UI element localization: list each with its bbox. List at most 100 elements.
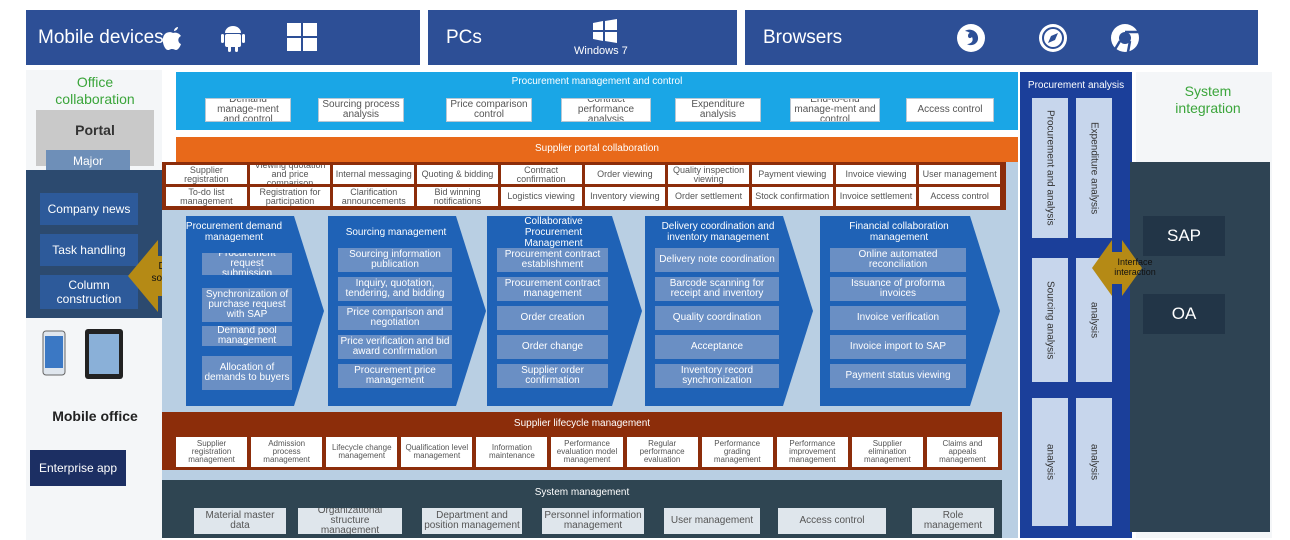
sp-row1-item[interactable]: Internal messaging xyxy=(333,165,415,184)
interface-interaction-label: Interface interaction xyxy=(1114,257,1156,277)
mobile-devices-bar: Mobile devices xyxy=(26,10,420,65)
system-management-item[interactable]: Material master data xyxy=(194,508,286,534)
enterprise-app-button[interactable]: Enterprise app xyxy=(30,450,126,486)
sp-row2-item[interactable]: Access control xyxy=(919,187,1001,206)
process-step[interactable]: Supplier order confirmation xyxy=(497,364,608,388)
process-step[interactable]: Procurement price management xyxy=(338,364,452,388)
pm-access[interactable]: Access control xyxy=(906,98,994,122)
process-title: Delivery coordination and inventory mana… xyxy=(661,221,775,243)
lifecycle-item[interactable]: Qualification level management xyxy=(401,437,473,467)
system-management-item[interactable]: User management xyxy=(664,508,760,534)
analysis-column-box[interactable]: Sourcing analysis xyxy=(1032,258,1068,382)
system-management-item[interactable]: Access control xyxy=(778,508,886,534)
process-step[interactable]: Invoice verification xyxy=(830,306,966,330)
lifecycle-item[interactable]: Lifecycle change management xyxy=(326,437,398,467)
lifecycle-item[interactable]: Performance improvement management xyxy=(776,437,848,467)
company-news[interactable]: Company news xyxy=(40,193,138,225)
analysis-column-label: analysis xyxy=(1088,443,1100,481)
lifecycle-item[interactable]: Admission process management xyxy=(251,437,323,467)
sp-row1-item[interactable]: Viewing quotation and price comparison xyxy=(249,165,331,184)
sp-row2-item[interactable]: Invoice settlement xyxy=(835,187,917,206)
process-step[interactable]: Online automated reconciliation xyxy=(830,248,966,272)
process-step[interactable]: Procurement contract establishment xyxy=(497,248,608,272)
windows7-label: Windows 7 xyxy=(574,45,628,57)
lifecycle-item[interactable]: Supplier registration management xyxy=(176,437,248,467)
process-step[interactable]: Order change xyxy=(497,335,608,359)
system-management-item[interactable]: Organizational structure management xyxy=(298,508,402,534)
sp-row1-item[interactable]: Invoice viewing xyxy=(835,165,917,184)
sp-row1-item[interactable]: User management xyxy=(919,165,1001,184)
sp-row1-item[interactable]: Order viewing xyxy=(584,165,666,184)
process-step[interactable]: Issuance of proforma invoices xyxy=(830,277,966,301)
analysis-column-box[interactable]: analysis xyxy=(1076,398,1112,526)
sp-row1-item[interactable]: Payment viewing xyxy=(751,165,833,184)
analysis-column-label: Sourcing analysis xyxy=(1044,280,1056,360)
process-step[interactable]: Invoice import to SAP xyxy=(830,335,966,359)
process-step[interactable]: Barcode scanning for receipt and invento… xyxy=(655,277,779,301)
process-step[interactable]: Acceptance xyxy=(655,335,779,359)
system-management-item[interactable]: Personnel information management xyxy=(542,508,644,534)
lifecycle-item[interactable]: Performance evaluation model management xyxy=(551,437,623,467)
sp-row2-item[interactable]: Order settlement xyxy=(668,187,749,206)
process-step[interactable]: Synchronization of purchase request with… xyxy=(202,288,292,322)
sp-row1-item[interactable]: Quality inspection viewing xyxy=(668,165,749,184)
system-management-item[interactable]: Role management xyxy=(912,508,994,534)
process-step[interactable]: Demand pool management xyxy=(202,326,292,346)
sp-row2-item[interactable]: Logistics viewing xyxy=(500,187,582,206)
lifecycle-item[interactable]: Performance grading management xyxy=(701,437,773,467)
pm-end-to-end[interactable]: End-to-end manage-ment and control xyxy=(790,98,880,122)
portal-label: Portal xyxy=(36,110,154,150)
mobile-device-images xyxy=(26,322,162,390)
supplier-portal-panel xyxy=(176,137,1018,165)
pm-expenditure[interactable]: Expenditure analysis xyxy=(675,98,761,122)
task-handling[interactable]: Task handling xyxy=(40,234,138,266)
system-management-item[interactable]: Department and position management xyxy=(422,508,522,534)
pcs-label: PCs xyxy=(446,26,482,48)
sp-row1-item[interactable]: Quoting & bidding xyxy=(417,165,498,184)
sp-row2-item[interactable]: Bid winning notifications xyxy=(417,187,498,206)
pm-contract[interactable]: Contract performance analysis xyxy=(561,98,651,122)
process-step[interactable]: Payment status viewing xyxy=(830,364,966,388)
column-construction[interactable]: Column construction xyxy=(40,275,138,309)
process-step[interactable]: Quality coordination xyxy=(655,306,779,330)
procurement-analysis-title: Procurement analysis xyxy=(1027,79,1125,91)
sp-row2-item[interactable]: Registration for participation xyxy=(249,187,331,206)
process-step[interactable]: Procurement request submission xyxy=(202,253,292,275)
process-step[interactable]: Delivery note coordination xyxy=(655,248,779,272)
mobile-office-label: Mobile office xyxy=(52,408,138,424)
sap-box[interactable]: SAP xyxy=(1143,216,1225,256)
analysis-column-box[interactable]: analysis xyxy=(1032,398,1068,526)
oa-box[interactable]: OA xyxy=(1143,294,1225,334)
lifecycle-item[interactable]: Information maintenance xyxy=(476,437,548,467)
process-step[interactable]: Order creation xyxy=(497,306,608,330)
sp-row2-item[interactable]: Inventory viewing xyxy=(584,187,666,206)
process-step[interactable]: Procurement contract management xyxy=(497,277,608,301)
sp-row2-item[interactable]: To-do list management xyxy=(166,187,247,206)
lifecycle-item[interactable]: Supplier elimination management xyxy=(851,437,923,467)
phone-icon xyxy=(42,330,66,376)
analysis-column-box[interactable]: Expenditure analysis xyxy=(1076,98,1112,238)
pm-sourcing[interactable]: Sourcing process analysis xyxy=(318,98,404,122)
sp-row2-item[interactable]: Clarification announcements xyxy=(333,187,415,206)
process-step[interactable]: Sourcing information publication xyxy=(338,248,452,272)
process-step[interactable]: Inventory record synchronization xyxy=(655,364,779,388)
process-step[interactable]: Allocation of demands to buyers xyxy=(202,356,292,390)
sp-row1-item[interactable]: Contract confirmation xyxy=(500,165,582,184)
lifecycle-item[interactable]: Regular performance evaluation xyxy=(626,437,698,467)
process-step[interactable]: Price comparison and negotiation xyxy=(338,306,452,330)
apple-icon xyxy=(162,27,181,50)
pm-price[interactable]: Price comparison control xyxy=(446,98,532,122)
analysis-column-box[interactable]: analysis xyxy=(1076,258,1112,382)
process-step[interactable]: Inquiry, quotation, tendering, and biddi… xyxy=(338,277,452,301)
lifecycle-item[interactable]: Claims and appeals management xyxy=(926,437,999,467)
sp-row1-item[interactable]: Supplier registration xyxy=(166,165,247,184)
pm-demand[interactable]: Demand manage-ment and control xyxy=(205,98,291,122)
sp-row2-item[interactable]: Stock confirmation xyxy=(751,187,833,206)
windows7-logo-icon xyxy=(593,19,617,43)
lifecycle-title: Supplier lifecycle management xyxy=(513,417,651,429)
analysis-column-box[interactable]: Procurement and analysis xyxy=(1032,98,1068,238)
browsers-bar: Browsers xyxy=(745,10,1258,65)
process-step[interactable]: Price verification and bid award confirm… xyxy=(338,335,452,359)
